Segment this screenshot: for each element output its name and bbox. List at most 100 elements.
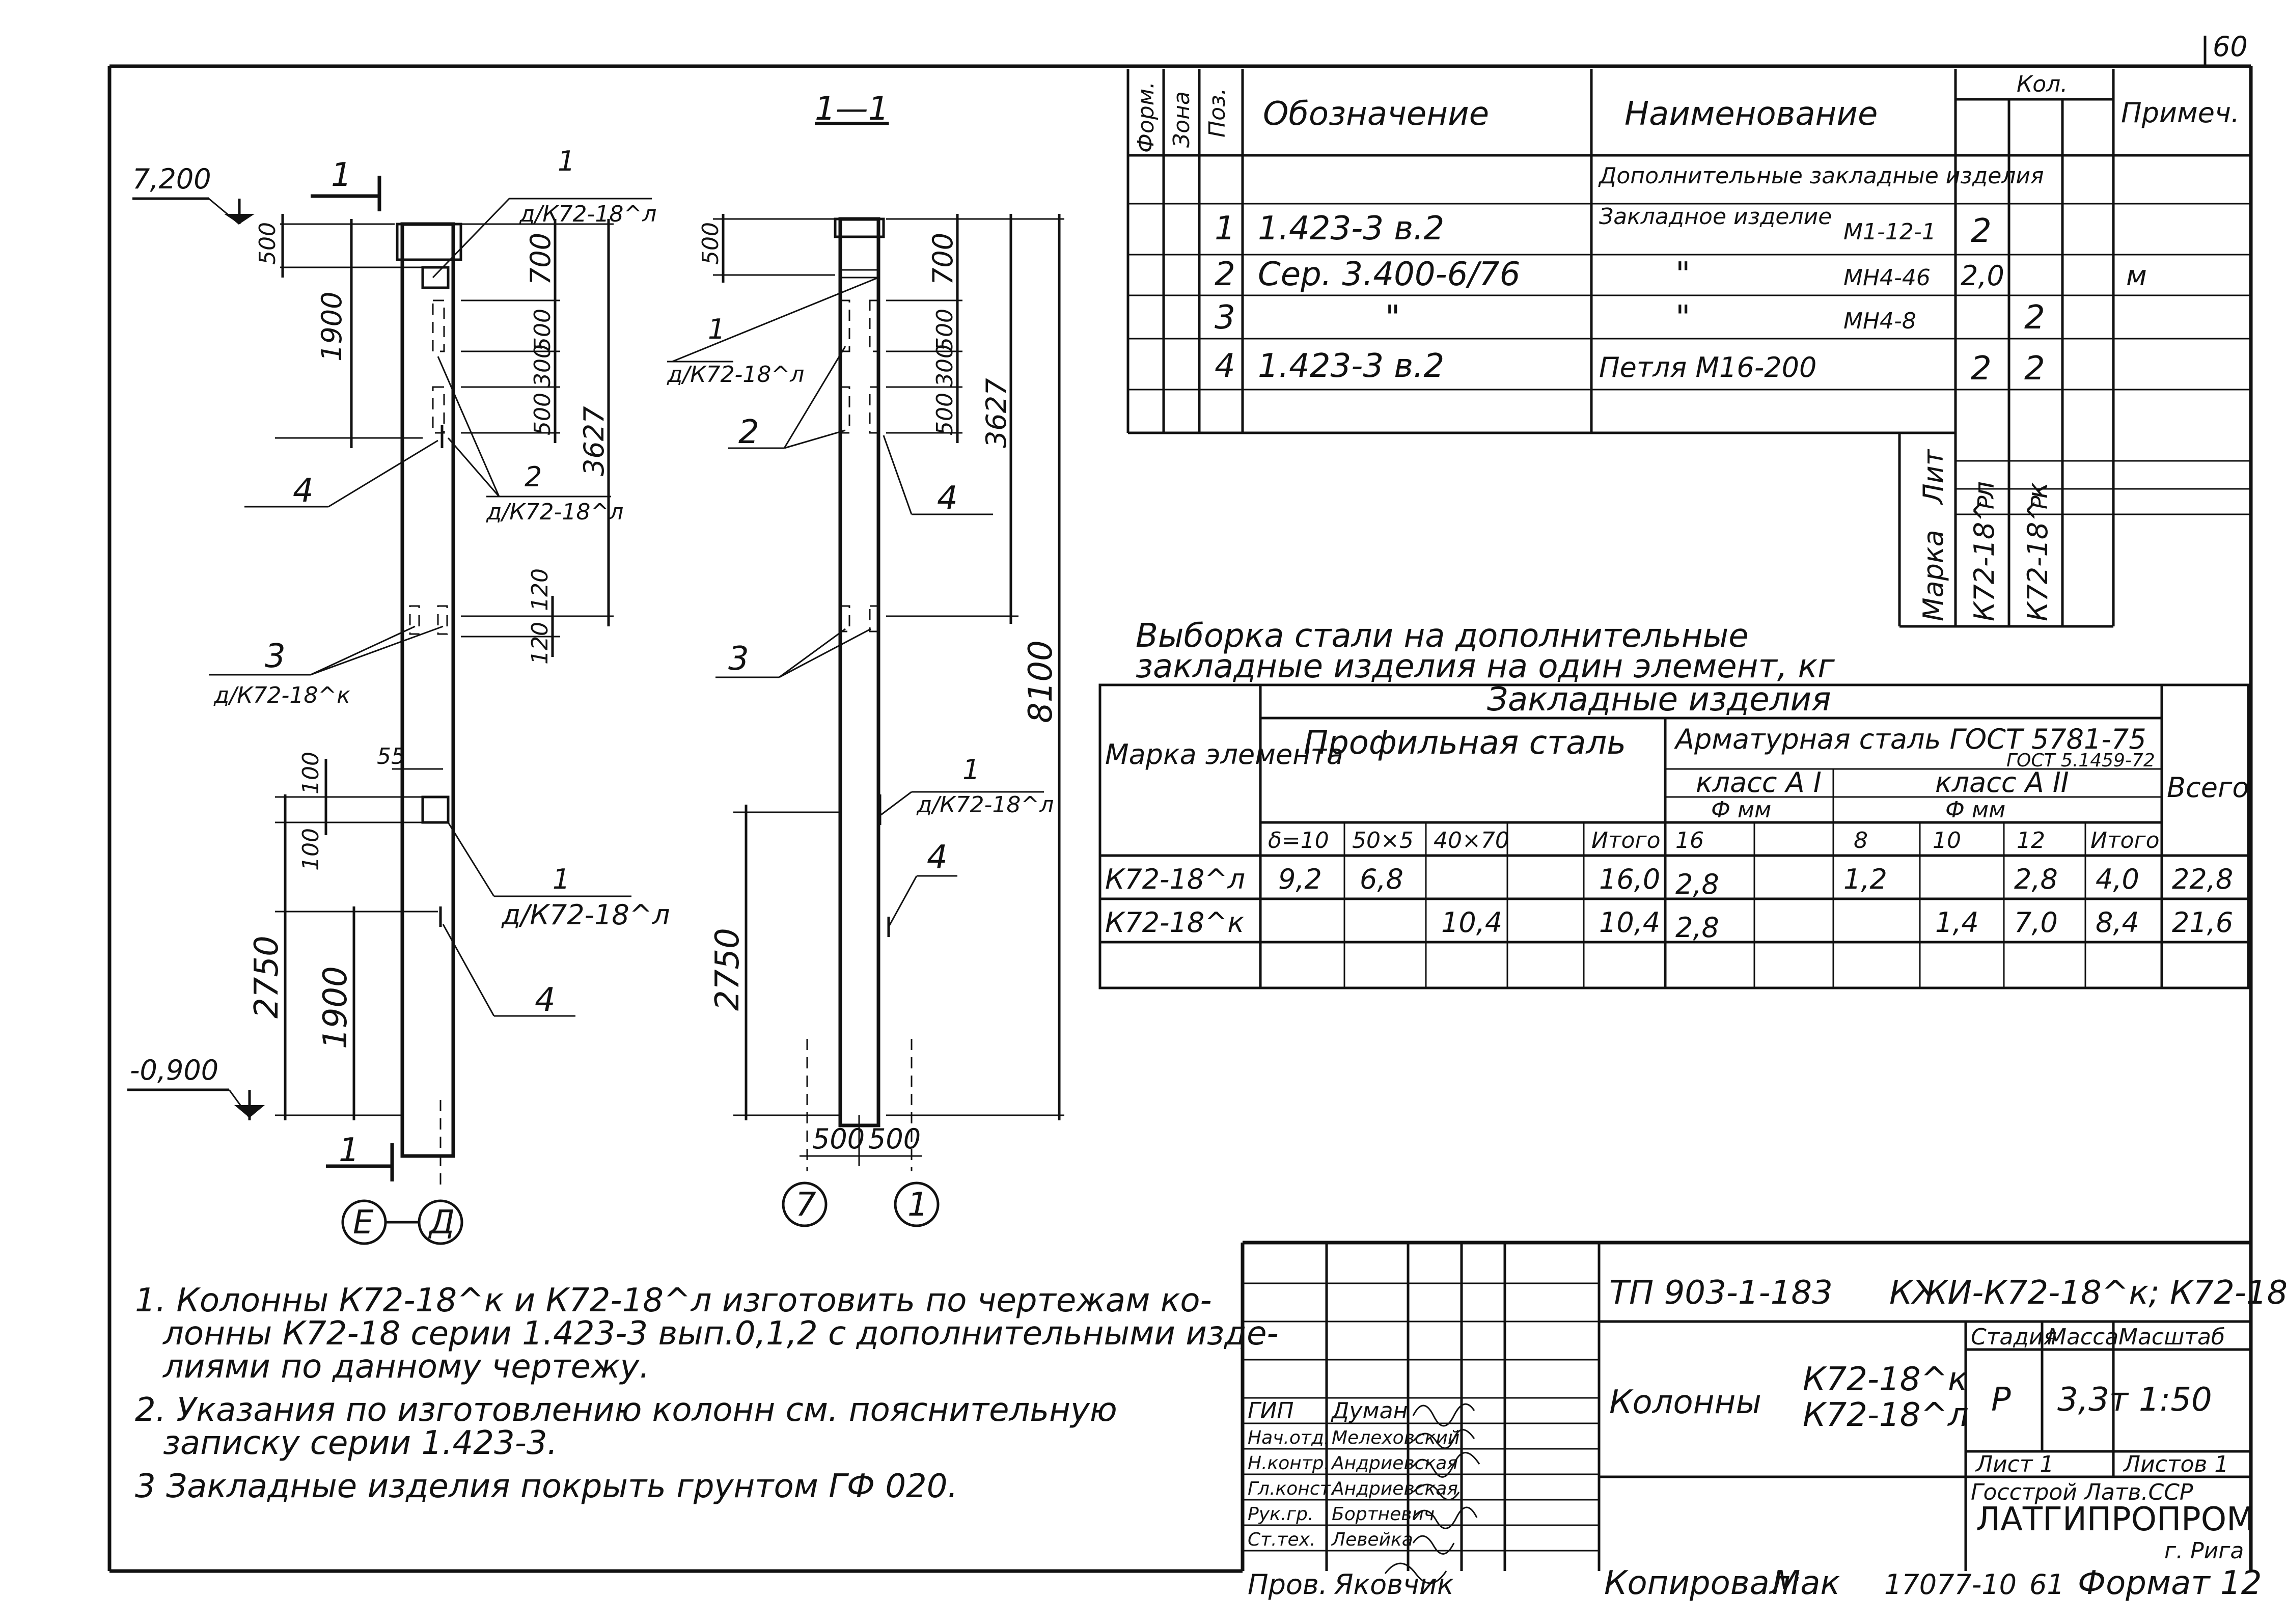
front-dim-500-top: 500	[255, 222, 281, 265]
side-view: 1—1 500 500 7 1 500 2750	[667, 90, 1064, 1227]
spec-row-designation: Сер. 3.400-6/76	[1258, 256, 1520, 293]
section-mark-top: 1	[331, 156, 352, 194]
spec-row: 3 " " МН4-8 2	[1215, 299, 2045, 337]
spec-row-name: Петля М16-200	[1599, 351, 1816, 383]
tb-staff-role: Рук.гр.	[1248, 1504, 1313, 1525]
tb-org1: Госстрой Латв.ССР	[1971, 1479, 2193, 1505]
front-dim-700: 700	[525, 233, 557, 285]
steel-row-total: 22,8	[2172, 863, 2233, 895]
steel-h-profile: Профильная сталь	[1304, 724, 1626, 762]
spec-row-pos: 4	[1215, 347, 1235, 385]
front-dim-1900-bot: 1900	[317, 966, 354, 1049]
tb-sheets: Листов 1	[2123, 1451, 2228, 1477]
front-callout-3-ref: д/К72-18^к	[213, 682, 350, 708]
copy-number: 61	[2029, 1568, 2064, 1601]
side-callout-1-top-ref: д/К72-18^л	[667, 362, 804, 388]
front-dim-500c: 500	[530, 393, 556, 435]
front-callout-4-top: 4	[293, 472, 314, 510]
side-dim-700: 700	[927, 233, 959, 285]
steel-col-header: Итого	[2090, 828, 2160, 854]
spec-row-mark: М1-12-1	[1843, 219, 1936, 245]
title-block: ТП 903-1-183 КЖИ-К72-18^к; К72-18^л Коло…	[1243, 1243, 2286, 1584]
tb-name: Колонны	[1609, 1384, 1761, 1421]
steel-title-line2: закладные изделия на один элемент, кг	[1136, 648, 1835, 685]
side-callout-1-mid: 1	[962, 754, 980, 786]
tb-staff: ГИП Думан Нач.отд. Мелеховский Н.контр. …	[1248, 1398, 1459, 1550]
tb-staff-name: Бортневич	[1332, 1504, 1435, 1525]
note-line: лонны К72-18 серии 1.423-3 вып.0,1,2 с д…	[162, 1315, 1279, 1353]
spec-row: 1 1.423-3 в.2 Закладное изделие М1-12-1 …	[1215, 204, 1992, 250]
steel-col-header: δ=10	[1268, 828, 1329, 854]
spec-marka-label: Марка	[1917, 530, 1949, 621]
spec-row: 4 1.423-3 в.2 Петля М16-200 2 2	[1215, 347, 2045, 388]
steel-col-headers: δ=10 50×5 40×70 Итого 16 8 10 12 Итого	[1268, 828, 2160, 854]
tb-staff-role: Нач.отд.	[1248, 1427, 1330, 1448]
side-dim-500b: 500	[932, 309, 958, 351]
front-dim-120b: 120	[527, 622, 553, 665]
steel-cell: 2,8	[1675, 912, 1719, 944]
sheet-frame: 60	[107, 31, 2253, 1573]
spec-header-zone: Зона	[1169, 91, 1195, 148]
spec-header-name: Наименование	[1624, 95, 1878, 133]
checked-role: Пров.	[1248, 1568, 1328, 1601]
side-callout-1-mid-ref: д/К72-18^л	[916, 792, 1054, 818]
spec-section-title: Дополнительные закладные изделия	[1598, 163, 2044, 189]
steel-cell: 4,0	[2096, 863, 2139, 895]
steel-h-marka: Марка элемента	[1105, 738, 1343, 770]
note-line: лиями по данному чертежу.	[162, 1348, 650, 1386]
spec-row-designation: 1.423-3 в.2	[1258, 210, 1444, 247]
steel-row-mark: К72-18^л	[1105, 863, 1245, 895]
section-label: 1—1	[815, 90, 889, 128]
note-line: 1. Колонны К72-18^к и К72-18^л изготовит…	[135, 1282, 1212, 1319]
steel-col-header: 16	[1675, 828, 1704, 854]
side-callout-1-top: 1	[708, 313, 725, 345]
steel-row-total: 21,6	[2172, 906, 2233, 939]
spec-k1: К72-18^л	[1968, 481, 2000, 621]
elevation-bottom: -0,900	[130, 1054, 218, 1086]
spec-row-designation: "	[1385, 299, 1400, 337]
spec-row-q2: 2	[2024, 299, 2045, 337]
copier-name: Мак	[1772, 1564, 1840, 1602]
spec-row-designation: 1.423-3 в.2	[1258, 347, 1444, 385]
spec-row-q1: 2	[1971, 350, 1992, 388]
front-callout-3: 3	[265, 638, 286, 675]
front-dim-3627: 3627	[578, 406, 610, 476]
tb-staff-name: Андриевская	[1331, 1453, 1458, 1474]
tb-org2: ЛАТГИПРОПРОМ	[1976, 1501, 2254, 1538]
spec-k2: К72-18^к	[2022, 482, 2054, 621]
steel-col-header: 50×5	[1352, 828, 1414, 854]
tb-staff-role: Н.контр.	[1248, 1453, 1330, 1474]
tb-sheet: Лист 1	[1975, 1451, 2054, 1477]
steel-col-header: 10	[1933, 828, 1961, 854]
spec-lit-label: Лит	[1917, 449, 1949, 505]
front-callout-1-top-ref: д/К72-18^л	[519, 201, 656, 227]
tb-mass-h: Масса	[2047, 1324, 2118, 1350]
spec-row-name: "	[1675, 299, 1690, 337]
tb-staff-role: Гл.конст.	[1248, 1478, 1336, 1499]
tb-staff-name: Левейка	[1331, 1529, 1413, 1550]
front-callout-1-bot: 1	[553, 863, 570, 895]
spec-header-designation: Обозначение	[1263, 95, 1489, 133]
tb-item2: К72-18^л	[1803, 1396, 1969, 1434]
front-callout-2: 2	[525, 461, 542, 493]
steel-cell: 9,2	[1278, 863, 1322, 895]
steel-cell: 2,8	[2014, 863, 2058, 895]
steel-cell: 1,4	[1935, 906, 1979, 939]
steel-h-classAII: класс А II	[1935, 766, 2069, 799]
tb-staff-name: Андриевская	[1331, 1478, 1458, 1499]
front-dim-120a: 120	[527, 568, 553, 611]
steel-h-embedded: Закладные изделия	[1487, 681, 1831, 719]
side-dim-500-left: 500	[812, 1123, 865, 1155]
spec-row-pos: 1	[1215, 210, 1235, 247]
side-callout-4-top: 4	[937, 480, 958, 517]
front-dim-55: 55	[377, 744, 405, 769]
notes: 1. Колонны К72-18^к и К72-18^л изготовит…	[135, 1282, 1279, 1505]
front-callout-1-top: 1	[558, 145, 575, 177]
steel-col-header: 40×70	[1434, 828, 1509, 854]
steel-cell: 7,0	[2014, 906, 2058, 939]
sheet-number: 60	[2213, 31, 2248, 63]
tb-staff-role: ГИП	[1248, 1398, 1294, 1424]
steel-row: К72-18^л 9,2 6,8 16,0 2,8 1,2 2,8 4,0 22…	[1105, 863, 2233, 900]
front-callout-2-ref: д/К72-18^л	[486, 499, 623, 525]
